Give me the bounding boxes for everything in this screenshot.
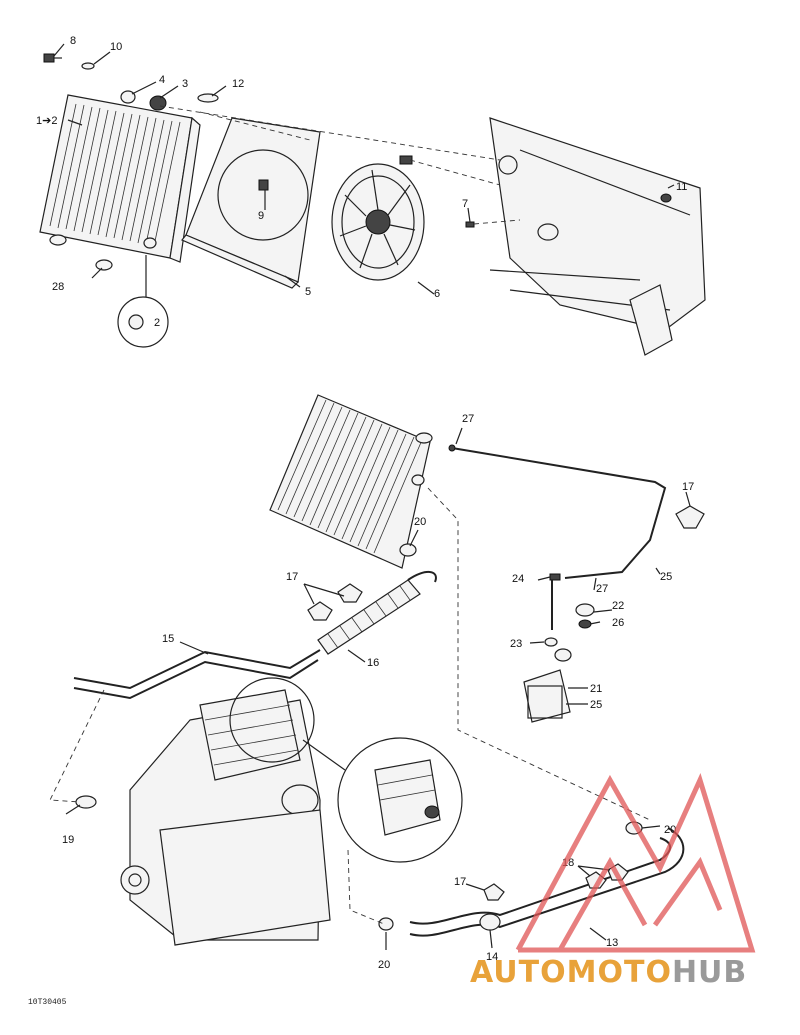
callout-10: 10 bbox=[110, 41, 122, 53]
watermark-auto: AUTOMOTOHUB bbox=[470, 955, 747, 990]
callout-15: 15 bbox=[162, 633, 174, 645]
clamp-17b bbox=[337, 583, 363, 603]
callout-3: 3 bbox=[182, 78, 188, 90]
thermostat-detail bbox=[337, 737, 463, 863]
radiator-bottom bbox=[269, 394, 433, 569]
callout-14: 14 bbox=[486, 951, 498, 963]
callout-17a: 17 bbox=[682, 481, 694, 493]
coolant-reservoir bbox=[523, 573, 595, 723]
watermark-logo bbox=[515, 772, 756, 953]
watermark-triangles bbox=[515, 772, 756, 953]
leaders-top bbox=[53, 43, 675, 295]
callout-4: 4 bbox=[159, 74, 165, 86]
cooling-fan bbox=[331, 155, 475, 281]
callout-7: 7 bbox=[462, 198, 468, 210]
overflow-hose-25 bbox=[451, 447, 667, 579]
detail-circle-2 bbox=[117, 296, 169, 348]
engine bbox=[75, 689, 331, 946]
radiator-top bbox=[39, 94, 201, 271]
callout-2: 2 bbox=[154, 317, 160, 329]
callout-19: 19 bbox=[62, 834, 74, 846]
callout-17c: 17 bbox=[454, 876, 466, 888]
callout-20a: 20 bbox=[414, 516, 426, 528]
vehicle-frame bbox=[489, 117, 706, 356]
callout-8: 8 bbox=[70, 35, 76, 47]
callout-27a: 27 bbox=[462, 413, 474, 425]
callout-20c: 20 bbox=[378, 959, 390, 971]
callout-26: 26 bbox=[612, 617, 624, 629]
callout-5: 5 bbox=[305, 286, 311, 298]
clamp-17a bbox=[307, 601, 333, 621]
callout-21: 21 bbox=[590, 683, 602, 695]
callout-9: 9 bbox=[258, 210, 264, 222]
callout-13: 13 bbox=[606, 937, 618, 949]
callout-16: 16 bbox=[367, 657, 379, 669]
callout-22: 22 bbox=[612, 600, 624, 612]
fan-shroud bbox=[181, 117, 321, 289]
upper-hose bbox=[73, 543, 437, 700]
figure-code: 10T30405 bbox=[28, 998, 67, 1007]
callout-1: 1➔2 bbox=[36, 115, 57, 127]
callout-23: 23 bbox=[510, 638, 522, 650]
detail-circle-engine bbox=[229, 677, 315, 763]
callout-17b: 17 bbox=[286, 571, 298, 583]
callout-25a: 25 bbox=[660, 571, 672, 583]
callout-25b: 25 bbox=[590, 699, 602, 711]
lower-hose bbox=[378, 821, 685, 937]
callout-11: 11 bbox=[676, 181, 687, 193]
callout-6: 6 bbox=[434, 288, 440, 300]
callout-28: 28 bbox=[52, 281, 64, 293]
callout-12: 12 bbox=[232, 78, 244, 90]
callout-27b: 27 bbox=[596, 583, 608, 595]
callout-24: 24 bbox=[512, 573, 524, 585]
